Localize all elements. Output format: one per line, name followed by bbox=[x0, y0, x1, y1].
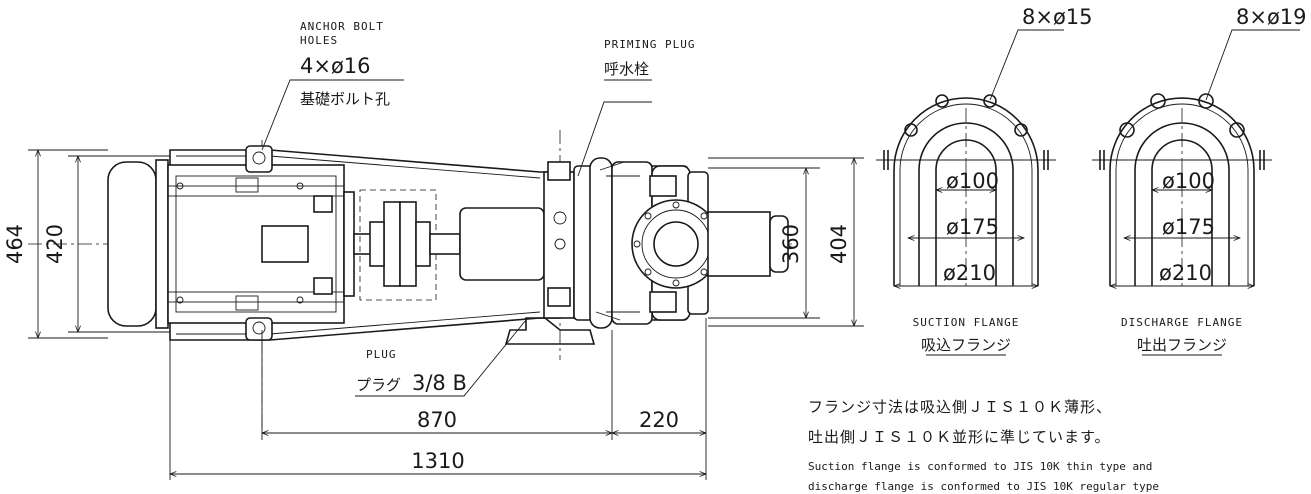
discharge-od: ø210 bbox=[1159, 261, 1212, 285]
dim-360: 360 bbox=[779, 224, 803, 264]
suction-od: ø210 bbox=[943, 261, 996, 285]
suction-holes: 8×ø15 bbox=[1022, 5, 1093, 29]
note-en-line1: Suction flange is conformed to JIS 10K t… bbox=[808, 460, 1152, 473]
coupling bbox=[353, 189, 461, 301]
discharge-flange-view bbox=[1092, 29, 1300, 286]
discharge-pcd: ø175 bbox=[1162, 215, 1215, 239]
note-jp-line2: 吐出側ＪＩＳ１０Ｋ並形に準じています。 bbox=[808, 428, 1111, 446]
plug-size: 3/8 B bbox=[412, 371, 467, 395]
discharge-flange-label-jp: 吐出フランジ bbox=[1137, 336, 1227, 354]
dim-404: 404 bbox=[827, 224, 851, 264]
plug-label-jp: プラグ bbox=[356, 376, 401, 394]
priming-plug-label-jp: 呼水栓 bbox=[604, 60, 649, 78]
suction-pcd: ø175 bbox=[946, 215, 999, 239]
suction-bore: ø100 bbox=[946, 169, 999, 193]
pump-side-view bbox=[28, 79, 864, 480]
dim-870: 870 bbox=[417, 408, 457, 432]
suction-flange-view bbox=[876, 29, 1064, 286]
anchor-bolt-leader bbox=[261, 79, 404, 151]
plug-label: PLUG bbox=[366, 348, 397, 361]
anchor-bolt-label-line1: ANCHOR BOLT bbox=[300, 20, 384, 33]
discharge-flange-label: DISCHARGE FLANGE bbox=[1121, 316, 1243, 329]
priming-plug-label: PRIMING PLUG bbox=[604, 38, 695, 51]
anchor-bolt-quantity: 4×ø16 bbox=[300, 54, 371, 78]
discharge-holes: 8×ø19 bbox=[1236, 5, 1307, 29]
suction-flange-label-jp: 吸込フランジ bbox=[921, 336, 1011, 354]
motor bbox=[107, 145, 355, 341]
note-en-line2: discharge flange is conformed to JIS 10K… bbox=[808, 480, 1159, 493]
plug-leader bbox=[355, 319, 527, 397]
dim-420: 420 bbox=[43, 224, 67, 264]
dim-220: 220 bbox=[639, 408, 679, 432]
bearing-frame bbox=[459, 161, 575, 319]
priming-plug-leader bbox=[577, 101, 652, 177]
dim-464: 464 bbox=[3, 224, 27, 264]
note-jp-line1: フランジ寸法は吸込側ＪＩＳ１０Ｋ薄形、 bbox=[808, 398, 1112, 416]
suction-flange-label: SUCTION FLANGE bbox=[913, 316, 1020, 329]
anchor-bolt-label-jp: 基礎ボルト孔 bbox=[300, 90, 390, 108]
anchor-bolt-label-line2: HOLES bbox=[300, 34, 338, 47]
pump-casing bbox=[504, 157, 789, 345]
dim-1310: 1310 bbox=[411, 449, 464, 473]
discharge-bore: ø100 bbox=[1162, 169, 1215, 193]
